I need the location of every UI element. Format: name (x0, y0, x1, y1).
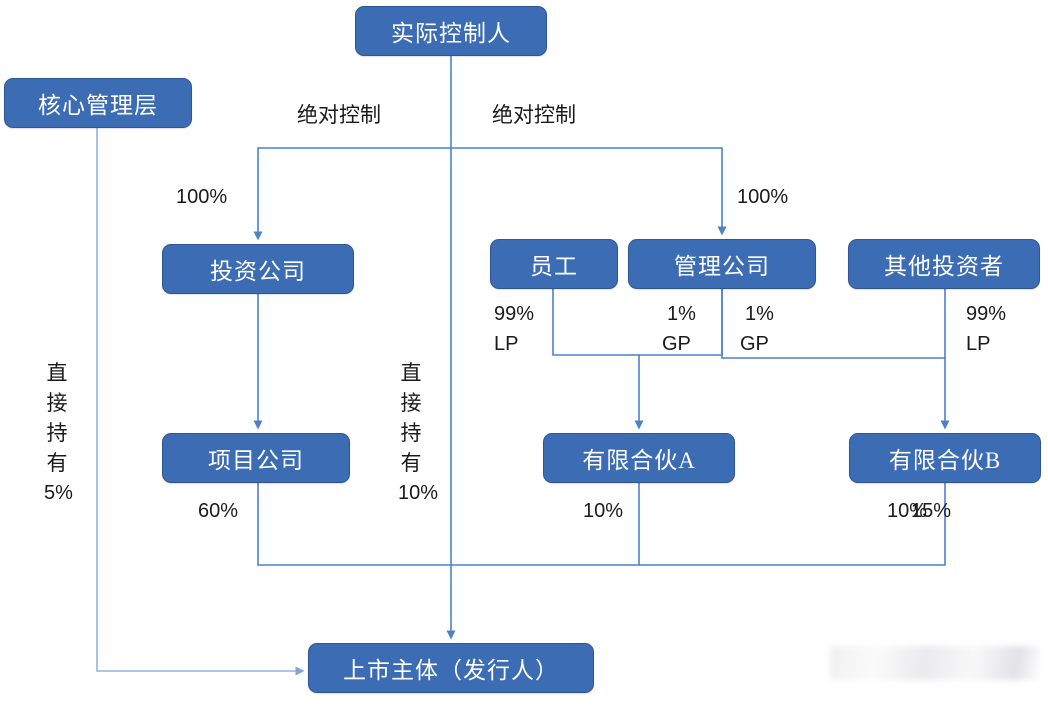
node-label: 员工 (530, 254, 578, 279)
node-other-investors[interactable]: 其他投资者 (848, 239, 1040, 289)
wire-lpb-to-bus (639, 483, 946, 566)
node-limited-partnership-b[interactable]: 有限合伙B (849, 433, 1041, 483)
node-limited-partnership-a[interactable]: 有限合伙A (543, 433, 735, 483)
node-employees[interactable]: 员工 (490, 239, 618, 289)
wire-employees-to-lpa (552, 289, 644, 430)
edge-label-lp-employees: LP (494, 333, 519, 355)
node-label: 其他投资者 (884, 254, 1004, 279)
node-label: 项目公司 (208, 448, 304, 473)
direct-holding-pct: 5% (44, 482, 73, 504)
edge-label-pct-1-gp-left: 1% (667, 303, 696, 325)
edge-label-pct-100-left: 100% (176, 186, 228, 208)
wire-core-management-to-listed (96, 128, 305, 676)
direct-holding-pct: 10% (398, 482, 439, 504)
edge-label-direct-holding-5: 直接持有 5% (44, 358, 73, 508)
node-actual-controller[interactable]: 实际控制人 (355, 6, 547, 56)
node-core-management[interactable]: 核心管理层 (4, 78, 192, 128)
wire-management-to-lpb (721, 289, 950, 430)
node-management-company[interactable]: 管理公司 (628, 239, 816, 289)
wire-controller-to-investment (253, 147, 451, 241)
edge-label-pct-1-gp-right: 1% (745, 303, 774, 325)
edge-label-gp-left: GP (662, 333, 691, 355)
node-investment-company[interactable]: 投资公司 (162, 244, 354, 294)
node-label: 实际控制人 (391, 21, 511, 46)
edge-label-gp-right: GP (740, 333, 769, 355)
edge-label-pct-15: 15% (911, 500, 952, 522)
node-label: 核心管理层 (38, 93, 158, 118)
edge-label-pct-10-partnership-b: 10% (887, 500, 928, 522)
edge-label-pct-100-right: 100% (737, 186, 789, 208)
node-label: 投资公司 (210, 259, 306, 284)
direct-holding-chars: 直接持有 (400, 361, 422, 475)
edge-label-pct-60: 60% (198, 500, 239, 522)
node-label: 有限合伙A (582, 448, 696, 473)
edge-label-pct-10-partnership-a: 10% (583, 500, 624, 522)
edge-label-pct-99-lp-employees: 99% (494, 303, 535, 325)
node-project-company[interactable]: 项目公司 (162, 433, 350, 483)
edge-label-absolute-control-right: 绝对控制 (492, 103, 576, 127)
edge-label-absolute-control-left: 绝对控制 (297, 103, 381, 127)
direct-holding-chars: 直接持有 (46, 361, 68, 475)
node-listed-entity[interactable]: 上市主体（发行人） (308, 643, 594, 693)
wire-controller-to-management (451, 147, 727, 236)
node-label: 有限合伙B (888, 448, 1002, 473)
node-label: 管理公司 (674, 254, 770, 279)
wire-lpa-to-bus (451, 483, 640, 566)
node-label: 上市主体（发行人） (343, 658, 559, 683)
edge-label-direct-holding-10: 直接持有 10% (398, 358, 439, 508)
wire-project-to-bus (257, 483, 451, 566)
edge-label-pct-99-lp-other: 99% (966, 303, 1007, 325)
edge-label-lp-other: LP (966, 333, 991, 355)
